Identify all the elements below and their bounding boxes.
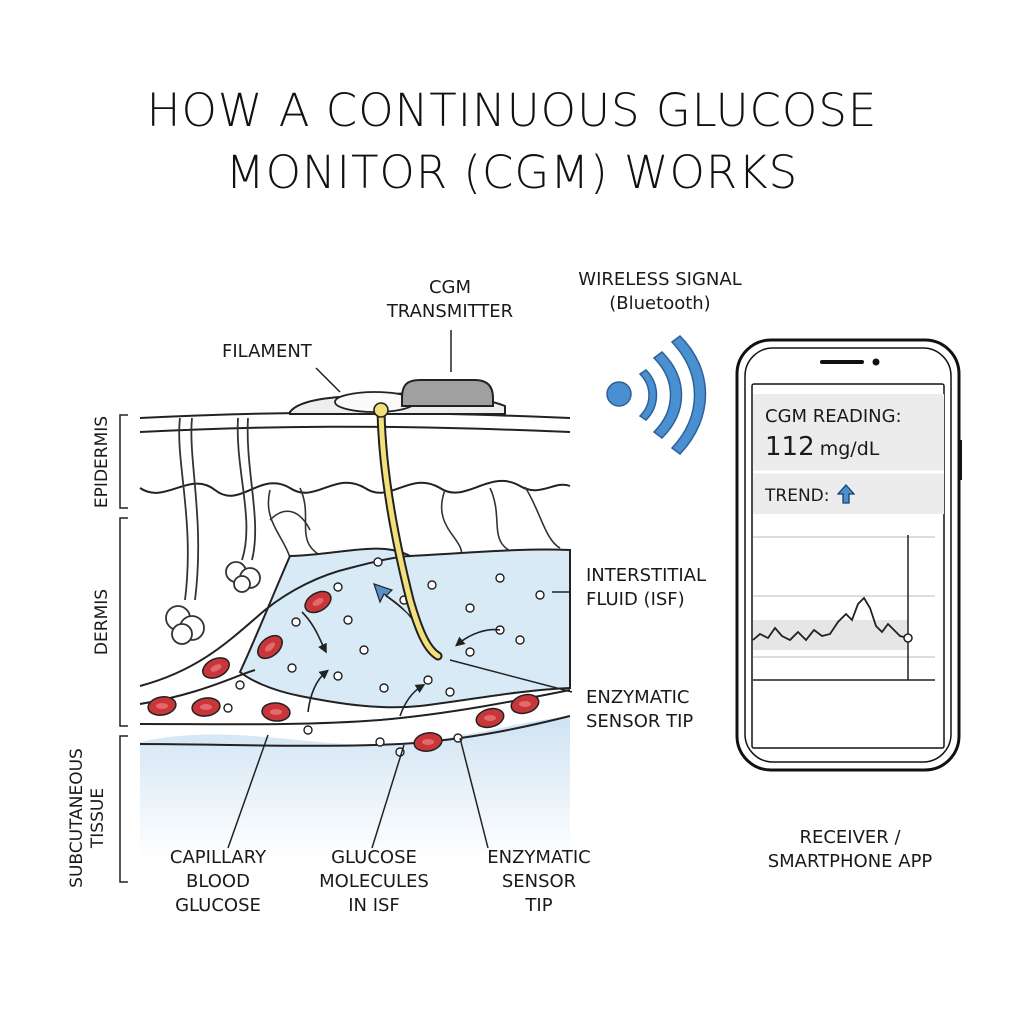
rbc-highlights bbox=[156, 598, 531, 745]
label-interstitial-fluid: INTERSTITIAL FLUID (ISF) bbox=[586, 565, 707, 610]
glucose-trend-chart bbox=[752, 535, 935, 681]
label-capillary-blood-glucose: CAPILLARY BLOOD GLUCOSE bbox=[169, 847, 267, 916]
trend-label: TREND: bbox=[765, 484, 855, 506]
label-filament: FILAMENT bbox=[222, 341, 312, 362]
layer-label-epidermis: EPIDERMIS bbox=[92, 415, 112, 509]
diagram-title-line-1: HOW A CONTINUOUS GLUCOSE bbox=[146, 84, 878, 137]
label-enzymatic-sensor-tip: ENZYMATIC SENSOR TIP bbox=[586, 687, 694, 732]
reading-panel bbox=[753, 394, 944, 472]
epidermis-boundary bbox=[139, 479, 571, 497]
cgm-transmitter-body bbox=[401, 379, 494, 407]
wireless-signal-icon bbox=[606, 335, 707, 456]
glucose-molecules bbox=[223, 557, 545, 757]
label-glucose-molecules: GLUCOSE MOLECULES IN ISF bbox=[319, 847, 429, 916]
cgm-reading-value: 112 mg/dL bbox=[765, 432, 880, 462]
subcutaneous-fill bbox=[140, 716, 570, 860]
label-receiver: RECEIVER / SMARTPHONE APP bbox=[767, 827, 933, 872]
leader-lines bbox=[227, 330, 573, 849]
diagram-title-line-2: MONITOR (CGM) WORKS bbox=[225, 146, 799, 199]
layer-label-subcutaneous: SUBCUTANEOUS TISSUE bbox=[67, 748, 108, 888]
nerve-fibers bbox=[165, 417, 261, 645]
flow-arrows bbox=[301, 611, 501, 717]
layer-brackets bbox=[119, 414, 128, 883]
cgm-reading-label: CGM READING: bbox=[765, 406, 902, 427]
label-cgm-transmitter: CGM TRANSMITTER bbox=[386, 277, 514, 322]
label-enzymatic-sensor-tip-bottom: ENZYMATIC SENSOR TIP bbox=[487, 847, 591, 916]
label-wireless-signal: WIRELESS SIGNAL (Bluetooth) bbox=[578, 269, 742, 314]
layer-label-dermis: DERMIS bbox=[92, 588, 112, 656]
filament-insertion-point bbox=[373, 402, 389, 418]
skin-surface bbox=[139, 411, 571, 433]
up-arrow-icon bbox=[836, 484, 855, 504]
